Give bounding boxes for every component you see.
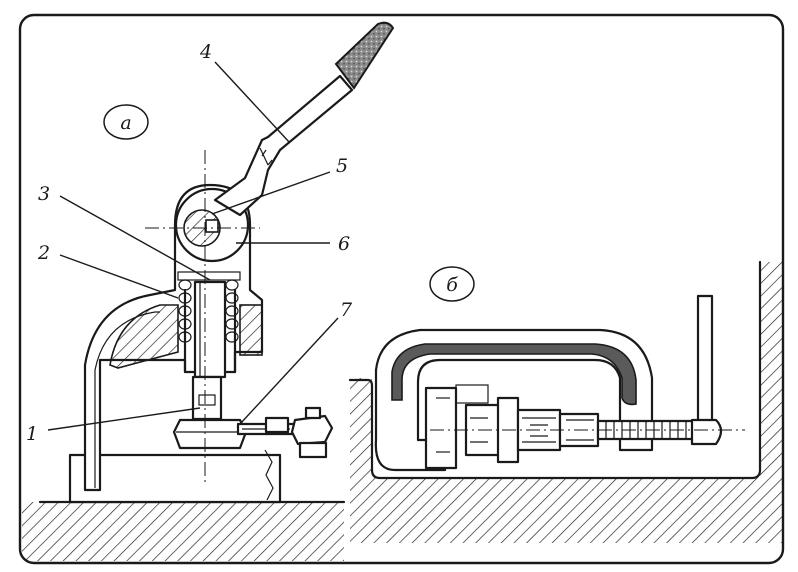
c-frame bbox=[374, 328, 654, 472]
view-b-label: б bbox=[446, 274, 458, 296]
jaw-block bbox=[424, 386, 458, 470]
punch bbox=[191, 375, 223, 421]
callout-6: 6 bbox=[338, 233, 350, 255]
lever-arm bbox=[213, 74, 354, 217]
callout-7: 7 bbox=[340, 299, 353, 321]
lever-handle bbox=[334, 21, 395, 90]
view-a-lever-press: а 4 5 6 3 2 1 7 bbox=[22, 21, 395, 561]
callout-5: 5 bbox=[336, 155, 348, 177]
frame-casting-hatch bbox=[109, 304, 179, 369]
c-frame-core bbox=[391, 343, 637, 406]
callout-3: 3 bbox=[38, 183, 50, 205]
callout-4: 4 bbox=[199, 41, 212, 63]
view-b-marker: б bbox=[429, 266, 475, 302]
callout-2: 2 bbox=[37, 242, 50, 264]
shaft-key bbox=[205, 219, 219, 233]
callout-1: 1 bbox=[26, 423, 38, 445]
die-assembly bbox=[172, 406, 334, 501]
t-handle-head bbox=[690, 418, 723, 446]
view-b-clamp: б bbox=[348, 260, 783, 543]
base-plate bbox=[68, 453, 282, 504]
housing-hatch bbox=[350, 262, 783, 543]
t-handle-rod bbox=[696, 294, 714, 424]
view-a-marker: а bbox=[103, 104, 149, 140]
ground-hatch-a bbox=[22, 502, 344, 561]
view-a-label: а bbox=[120, 112, 131, 134]
